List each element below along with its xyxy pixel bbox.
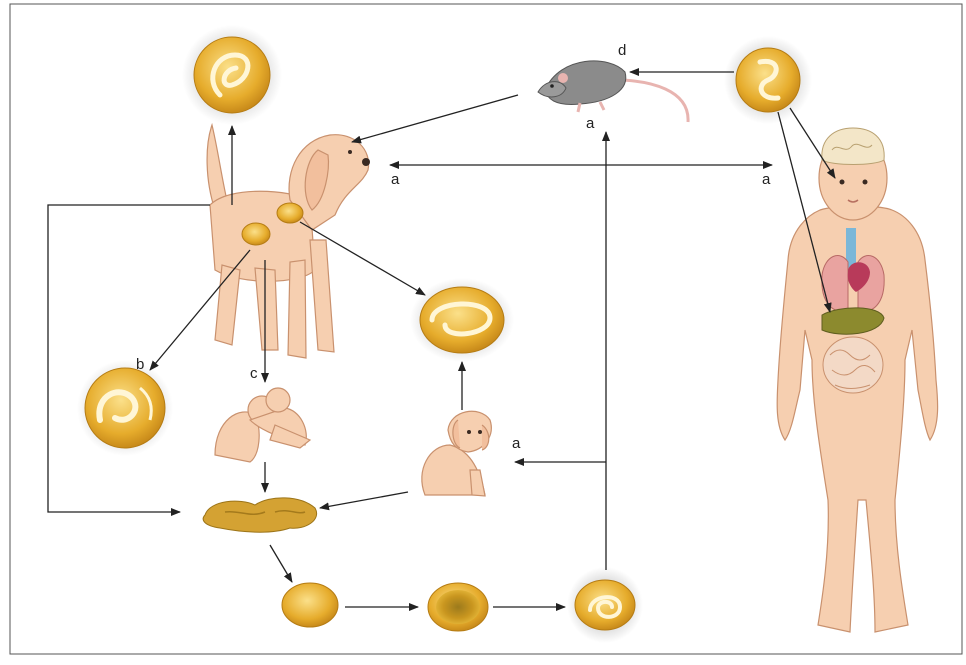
label-a-puppy: a	[512, 435, 521, 452]
worm-cyst-icon	[182, 25, 282, 125]
label-b: b	[136, 356, 144, 373]
label-c: c	[250, 365, 258, 382]
label-a-child-left: a	[762, 171, 771, 188]
dog-lung-cyst-icon	[277, 203, 303, 223]
label-a-dog-right: a	[391, 171, 400, 188]
label-d: d	[618, 42, 626, 59]
embryonated-egg-icon	[77, 360, 173, 456]
infective-egg-icon	[567, 567, 643, 643]
puppies-figure	[215, 388, 310, 462]
puppy-figure	[422, 411, 491, 496]
feces-icon	[203, 498, 316, 532]
rat-figure	[538, 61, 688, 122]
larva-cyst-icon	[724, 36, 812, 124]
unembryonated-egg-icon	[282, 583, 338, 627]
larva-egg-icon	[410, 278, 514, 362]
dog-intestine-cyst-icon	[242, 223, 270, 245]
label-a-rat: a	[586, 115, 595, 132]
developing-egg-icon	[428, 583, 488, 631]
